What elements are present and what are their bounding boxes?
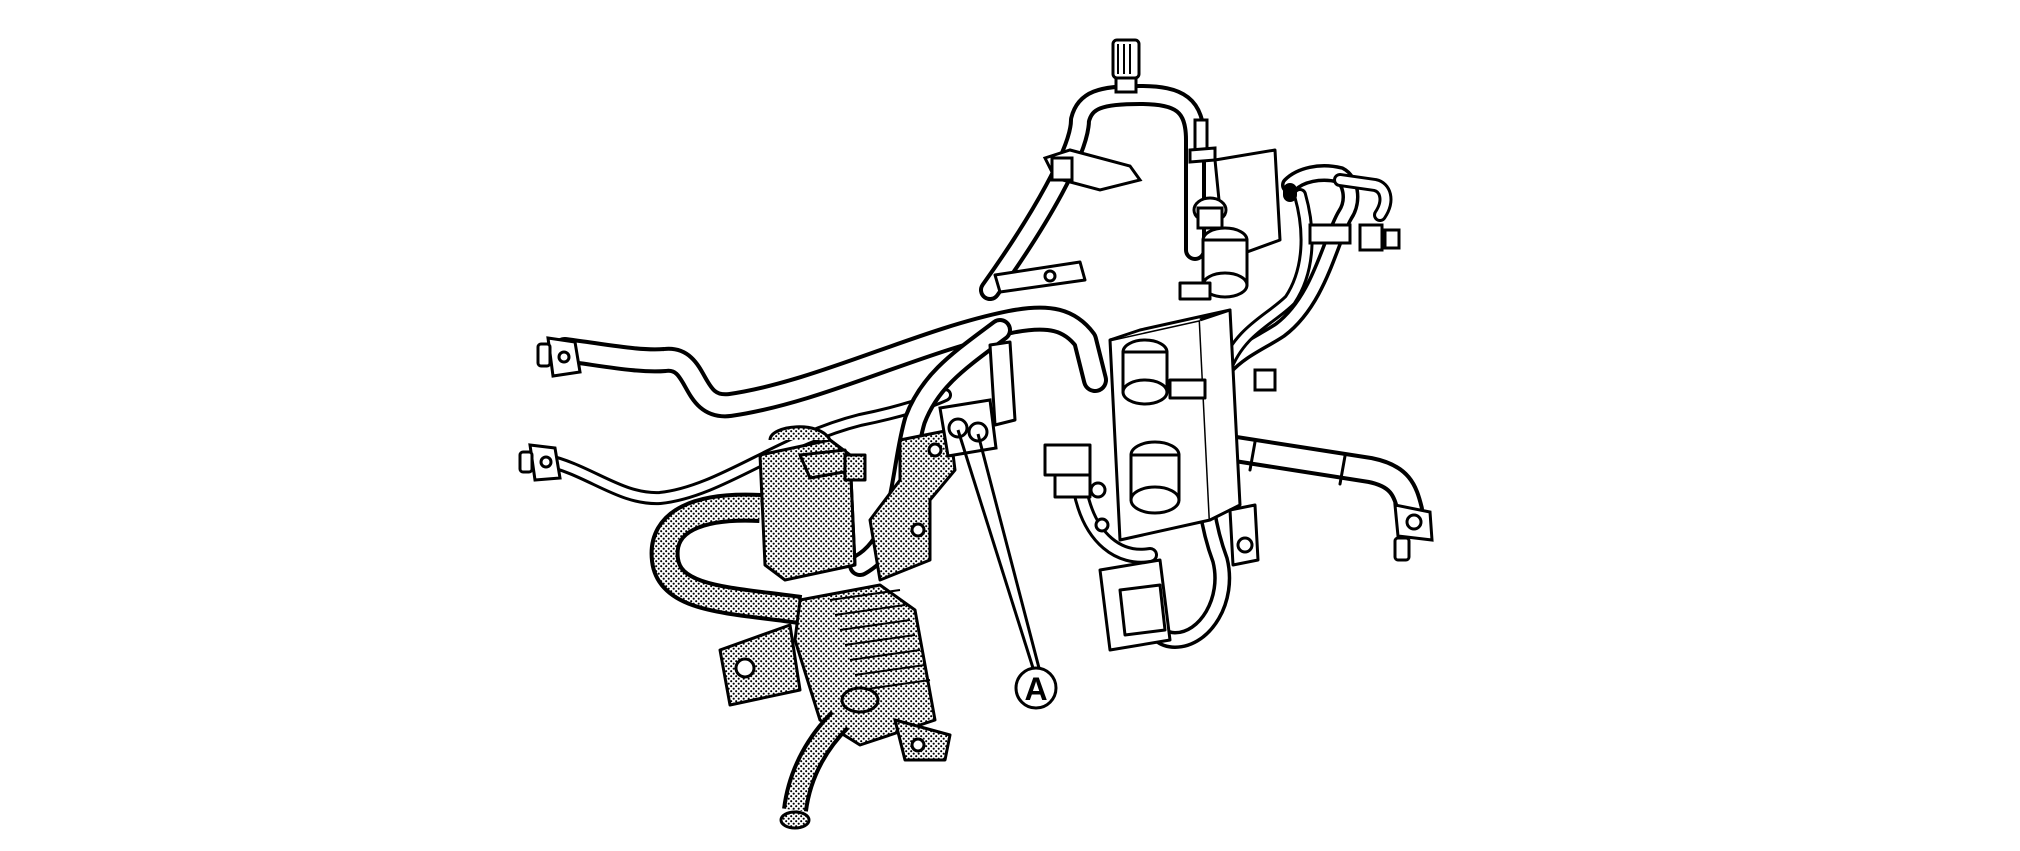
callout-a: A bbox=[956, 429, 1058, 710]
right-pipe-flange bbox=[1393, 503, 1434, 562]
expansion-valve-block bbox=[988, 148, 1282, 652]
mounting-bolts bbox=[938, 398, 998, 458]
main-refrigerant-pipes bbox=[538, 84, 1424, 649]
left-pipe-flanges bbox=[518, 336, 582, 482]
oil-cooler-assembly bbox=[649, 425, 957, 830]
callout-a-label: A bbox=[1024, 671, 1047, 707]
pressure-sensor bbox=[1042, 118, 1217, 192]
right-valve-connectors bbox=[1192, 196, 1401, 392]
service-valve-top bbox=[1111, 38, 1141, 94]
